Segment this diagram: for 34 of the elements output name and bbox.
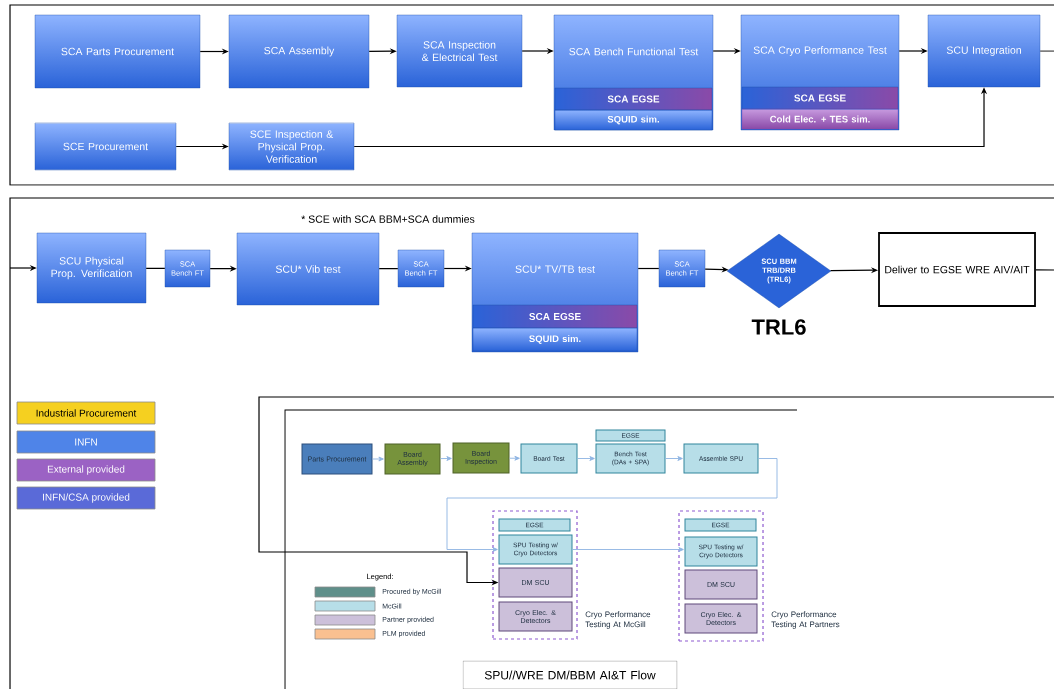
legend-item: INFN/CSA provided [16, 486, 156, 510]
process-box: Deliver to EGSE WRE AIV/AIT [878, 232, 1036, 307]
connector-line [1039, 50, 1054, 52]
note-text: * SCE with SCA BBM+SCA dummies [301, 215, 475, 223]
legend-item: Industrial Procurement [16, 401, 156, 425]
equipment-band: SCA EGSE [472, 304, 638, 329]
connector-line [1035, 269, 1054, 271]
connector-line [145, 267, 166, 269]
legend-item: External provided [16, 458, 156, 482]
arrow [577, 456, 595, 461]
connector-line [378, 268, 399, 270]
equipment-band: SCA EGSE [554, 87, 713, 111]
arrow [440, 456, 452, 461]
equipment-band: SQUID sim. [554, 109, 713, 131]
process-box: SCA Inspection & Electrical Test [396, 14, 523, 88]
caption-box: SPU//WRE DM/BBM AI&T Flow [462, 660, 678, 689]
process-box: SCE Procurement [34, 122, 177, 171]
arrow [665, 456, 683, 461]
process-box: SCA Parts Procurement [34, 14, 201, 89]
trl-label: TRL6 [751, 319, 806, 335]
equipment-band: Cold Elec. + TES sim. [741, 108, 899, 130]
arrow [572, 547, 684, 552]
process-box: SCA Assembly [228, 14, 370, 89]
arrow [446, 458, 778, 552]
legend-item: INFN [16, 430, 156, 454]
equipment-band: SCA EGSE [741, 86, 899, 110]
connector-line [637, 267, 660, 270]
equipment-band: SQUID sim. [472, 327, 638, 352]
arrow [509, 455, 520, 461]
process-box: SCU Physical Prop. Verification [36, 232, 147, 304]
process-box: SCU Integration [927, 14, 1041, 88]
arrow [372, 456, 384, 462]
process-box: SCE Inspection & Physical Prop. Verification [228, 122, 355, 171]
process-box: SCU* Vib test [236, 232, 380, 306]
